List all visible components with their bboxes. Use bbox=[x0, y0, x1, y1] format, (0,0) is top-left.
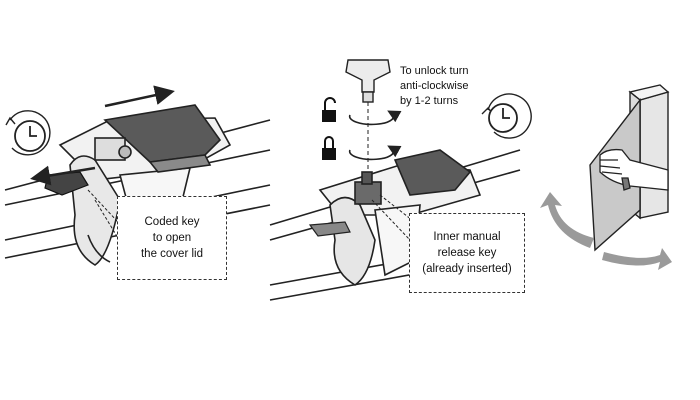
roof-rack-foot bbox=[58, 104, 232, 266]
coded-key-callout: Coded key to open the cover lid bbox=[117, 196, 227, 280]
locked-padlock-icon bbox=[322, 136, 336, 160]
release-key-callout-text: Inner manual release key (already insert… bbox=[422, 231, 512, 275]
anticlockwise-clock-icon bbox=[481, 93, 532, 139]
inner-release-key bbox=[354, 181, 382, 205]
unlocked-padlock-icon bbox=[322, 97, 336, 122]
release-key-callout: Inner manual release key (already insert… bbox=[409, 213, 525, 293]
roof-rack-foot bbox=[318, 149, 482, 286]
clock-icon bbox=[5, 110, 51, 156]
left-panel bbox=[4, 85, 271, 266]
arrow-left-icon bbox=[30, 165, 96, 186]
swing-arrows-icon bbox=[540, 192, 672, 270]
hand-icon bbox=[599, 148, 669, 191]
middle-panel bbox=[269, 59, 532, 301]
key-icon bbox=[345, 59, 391, 103]
cover-lid bbox=[103, 104, 222, 163]
arrow-right-icon bbox=[104, 85, 175, 108]
coded-key-callout-text: Coded key to open the cover lid bbox=[140, 216, 203, 260]
unlock-instruction: To unlock turn anti-clockwise by 1-2 tur… bbox=[400, 65, 469, 107]
right-panel bbox=[540, 84, 672, 270]
